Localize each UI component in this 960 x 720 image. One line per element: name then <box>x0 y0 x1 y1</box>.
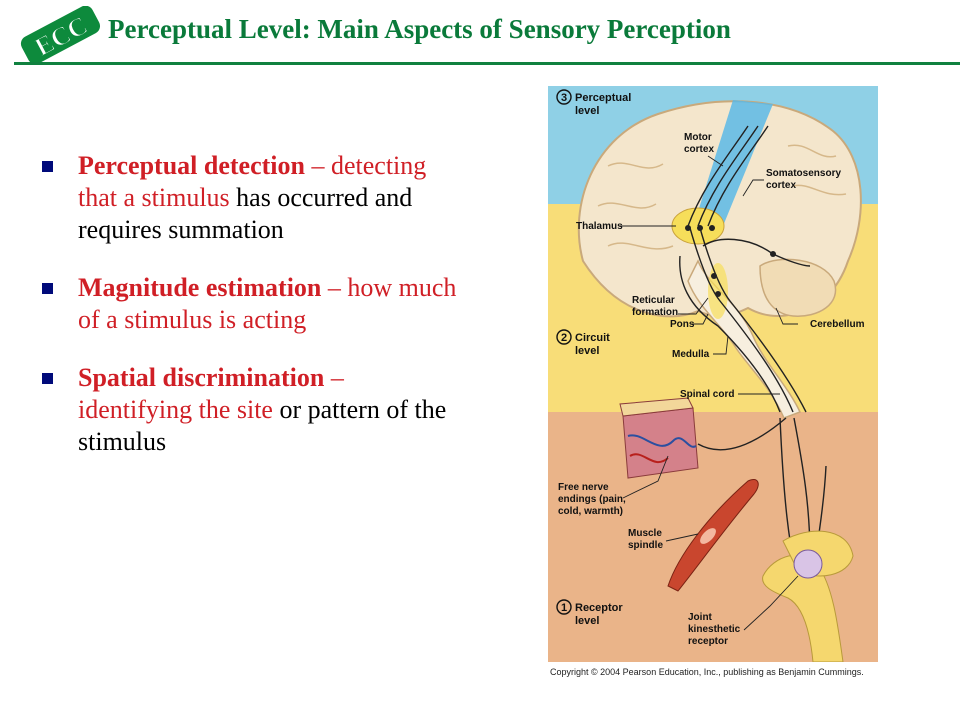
svg-text:level: level <box>575 345 599 357</box>
svg-text:level: level <box>575 615 599 627</box>
svg-text:Receptor: Receptor <box>575 602 623 614</box>
slide-title: Perceptual Level: Main Aspects of Sensor… <box>108 14 731 44</box>
bullet-black-text: or pattern of the stimulus <box>78 395 447 456</box>
spinal-cord-label: Spinal cord <box>680 389 734 400</box>
muscle-spindle-sample <box>667 479 759 592</box>
motor-cortex-label: Motor <box>684 132 712 143</box>
slide-header: ECC Perceptual Level: Main Aspects of Se… <box>0 0 960 70</box>
level-3-marker: 3 Perceptual level <box>556 89 631 117</box>
brain-folds <box>597 144 847 250</box>
free-nerve-label: cold, warmth) <box>558 506 623 517</box>
joint-sample <box>762 530 854 662</box>
muscle-spindle-label: spindle <box>628 540 663 551</box>
level-2-marker: 2 Circuit level <box>556 329 610 357</box>
bullet-red-text: how much of a stimulus is acting <box>78 273 457 334</box>
reticular-label: Reticular <box>632 295 675 306</box>
medulla-label: Medulla <box>672 349 710 360</box>
svg-text:2: 2 <box>561 332 567 344</box>
pons-label: Pons <box>670 319 695 330</box>
skin-sample <box>619 397 699 479</box>
square-bullet-icon <box>42 283 53 294</box>
muscle-spindle-label: Muscle <box>628 528 662 539</box>
svg-text:Circuit: Circuit <box>575 332 610 344</box>
reticular-label: formation <box>632 307 678 318</box>
svg-text:1: 1 <box>561 602 567 614</box>
bullet-dash: – <box>324 363 344 392</box>
bullet-spatial-discrimination: Spatial discrimination – identifying the… <box>40 362 460 458</box>
bullet-black-text: has occurred and requires summation <box>78 183 413 244</box>
bullet-perceptual-detection: Perceptual detection – detecting that a … <box>40 150 460 246</box>
joint-receptor-label: Joint <box>688 612 713 623</box>
bullet-term: Perceptual detection <box>78 151 305 180</box>
bullet-red-text: identifying the site <box>78 395 273 424</box>
label-leader-lines <box>620 155 799 631</box>
bullet-dash: – <box>321 273 348 302</box>
thalamus-label: Thalamus <box>576 221 623 232</box>
neural-pathways <box>679 125 827 597</box>
bullet-term: Spatial discrimination <box>78 363 325 392</box>
title-divider <box>14 62 960 65</box>
cerebellum-shape <box>759 258 837 317</box>
bullet-magnitude-estimation: Magnitude estimation – how much of a sti… <box>40 272 460 336</box>
free-nerve-label: endings (pain, <box>558 494 626 505</box>
joint-receptor-label: receptor <box>688 636 728 647</box>
somatosensory-label: Somatosensory <box>766 168 841 179</box>
joint-receptor-label: kinesthetic <box>688 624 741 635</box>
square-bullet-icon <box>42 161 53 172</box>
level-1-marker: 1 Receptor level <box>556 599 623 627</box>
square-bullet-icon <box>42 373 53 384</box>
cerebellum-label: Cerebellum <box>810 319 865 330</box>
bullet-list: Perceptual detection – detecting that a … <box>40 150 460 484</box>
motor-cortex-label: cortex <box>684 144 714 155</box>
sensory-levels-figure: 3 Perceptual level 2 Circuit level 1 Rec… <box>548 86 878 662</box>
ecc-logo-icon: ECC <box>20 6 101 62</box>
anatomical-labels: Motor cortex Somatosensory cortex Thalam… <box>558 132 865 647</box>
bullet-term: Magnitude estimation <box>78 273 322 302</box>
bullet-red-text: detecting that a stimulus <box>78 151 427 212</box>
somatosensory-label: cortex <box>766 180 796 191</box>
neuron-bodies <box>685 225 776 297</box>
svg-text:level: level <box>575 105 599 117</box>
svg-text:3: 3 <box>561 92 567 104</box>
copyright-notice: Copyright © 2004 Pearson Education, Inc.… <box>550 667 864 677</box>
free-nerve-label: Free nerve <box>558 482 609 493</box>
bullet-dash: – <box>304 151 331 180</box>
svg-text:Perceptual: Perceptual <box>575 92 631 104</box>
